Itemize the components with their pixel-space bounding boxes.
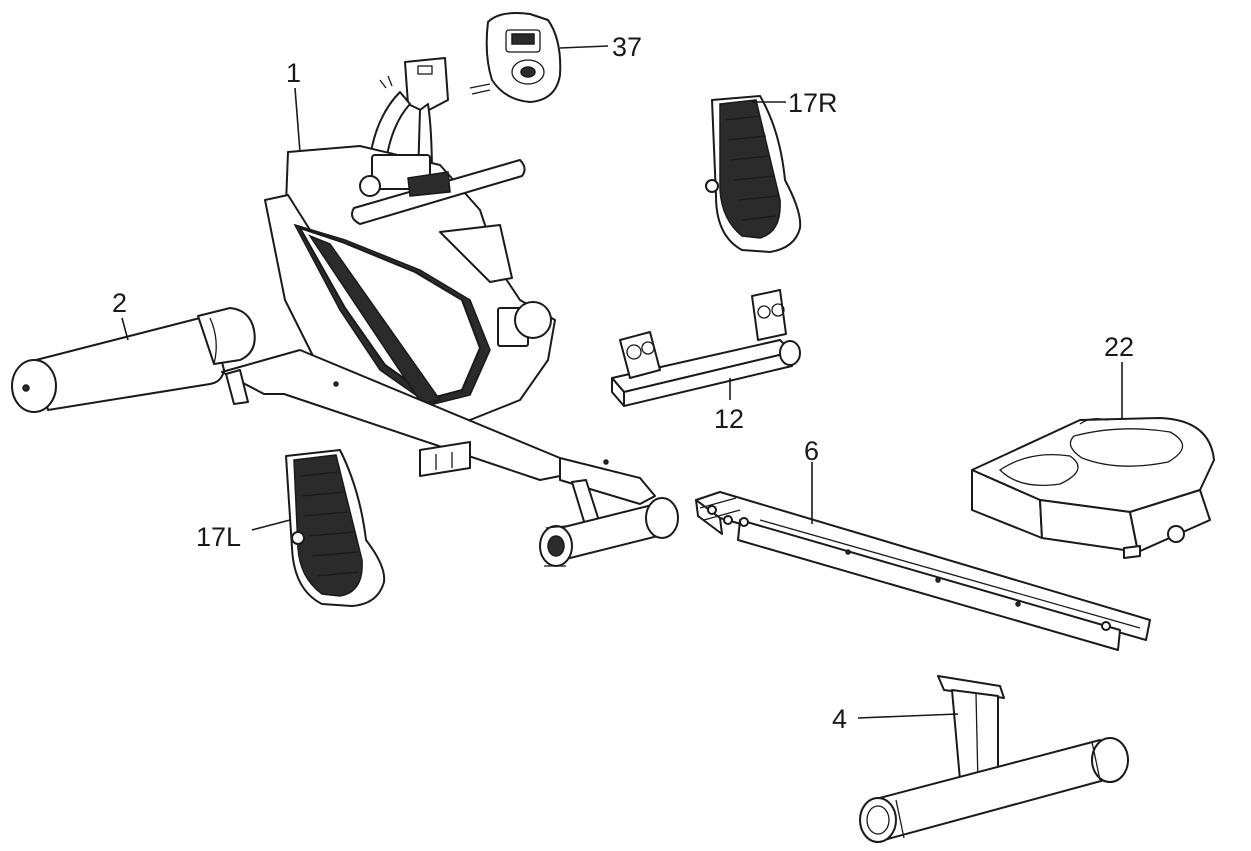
leader-line-1 — [294, 87, 301, 153]
pedal-left-part-17L — [285, 449, 386, 607]
callout-4: 4 — [832, 704, 847, 734]
callout-22: 22 — [1104, 332, 1134, 362]
console-part-37 — [469, 12, 562, 103]
leader-line-4 — [857, 713, 959, 719]
callout-12: 12 — [714, 404, 744, 434]
seat-part-22 — [971, 417, 1215, 559]
rear-rail-part-6 — [695, 491, 1151, 651]
rail-roller — [539, 497, 679, 567]
main-rail — [221, 349, 656, 529]
callout-1: 1 — [286, 58, 301, 88]
callout-17R: 17R — [788, 88, 838, 118]
leader-line-37 — [559, 45, 609, 49]
seat-carriage-part-12 — [611, 289, 801, 407]
callout-17L: 17L — [196, 522, 241, 552]
front-stabilizer-part-2 — [11, 307, 256, 413]
callout-6: 6 — [804, 436, 819, 466]
rear-stabilizer-part-4 — [859, 675, 1129, 843]
callout-37: 37 — [612, 32, 642, 62]
leader-line-17L — [251, 519, 291, 531]
callout-2: 2 — [112, 288, 127, 318]
pedal-right-part-17R — [705, 95, 802, 253]
main-housing-part-1 — [264, 57, 556, 421]
leader-line-2 — [121, 317, 129, 341]
